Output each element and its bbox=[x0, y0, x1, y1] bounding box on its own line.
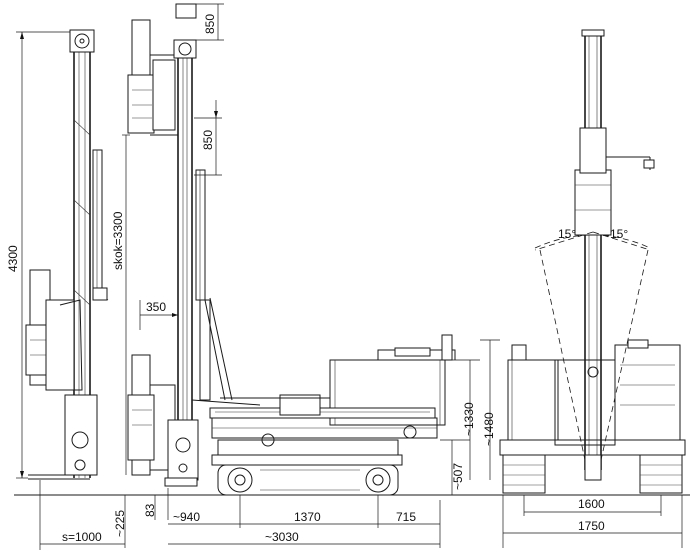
dimension-total-height: 4300 bbox=[6, 31, 70, 479]
dimension-cab-height: ~1330 bbox=[452, 359, 480, 480]
dimension-overall-width: 1750 bbox=[503, 519, 682, 534]
front-view: 15° 15° bbox=[499, 29, 686, 494]
front-overhang-label: ~940 bbox=[173, 510, 200, 524]
track-centres-label: 1370 bbox=[294, 510, 321, 524]
s-value-label: s=1000 bbox=[62, 530, 102, 544]
rear-overhang-label: 715 bbox=[396, 510, 416, 524]
cab-height-label: ~1330 bbox=[462, 402, 476, 436]
head-top-label: 850 bbox=[203, 14, 217, 34]
overall-width-label: 1750 bbox=[578, 519, 605, 533]
dimension-mast-base: ~507 bbox=[440, 439, 470, 495]
carrier-side-view bbox=[164, 334, 456, 496]
stroke-label: skok=3300 bbox=[111, 211, 125, 270]
dimension-head-mid: 850 bbox=[194, 100, 222, 176]
dimension-clearance: ~225 bbox=[113, 495, 127, 548]
total-height-label: 4300 bbox=[6, 245, 20, 272]
dimension-ground-gap: 83 bbox=[143, 488, 169, 520]
dimension-mast-offset: 350 bbox=[139, 300, 178, 330]
tilt-left-label: 15° bbox=[558, 227, 576, 241]
mast-offset-label: 350 bbox=[146, 300, 166, 314]
mast-middle-view bbox=[127, 19, 261, 485]
dimension-stroke: skok=3300 bbox=[111, 134, 130, 475]
clearance-label: ~225 bbox=[113, 510, 127, 537]
mast-left-view bbox=[25, 29, 109, 480]
dimension-row-1: ~940 1370 715 bbox=[168, 495, 441, 548]
dimension-overall-height: ~1480 bbox=[480, 339, 500, 480]
dimension-track-gauge: 1600 bbox=[502, 495, 683, 548]
dimension-head-top: 850 bbox=[175, 3, 224, 41]
head-mid-label: 850 bbox=[201, 130, 215, 150]
ground-gap-label: 83 bbox=[143, 503, 157, 517]
track-gauge-label: 1600 bbox=[578, 497, 605, 511]
dimension-total-length: ~3030 bbox=[168, 530, 440, 545]
overall-height-label: ~1480 bbox=[482, 412, 496, 446]
mast-base-label: ~507 bbox=[451, 463, 465, 490]
total-length-label: ~3030 bbox=[265, 530, 299, 544]
dimension-s-value: s=1000 bbox=[39, 480, 125, 550]
tilt-right-label: 15° bbox=[610, 227, 628, 241]
